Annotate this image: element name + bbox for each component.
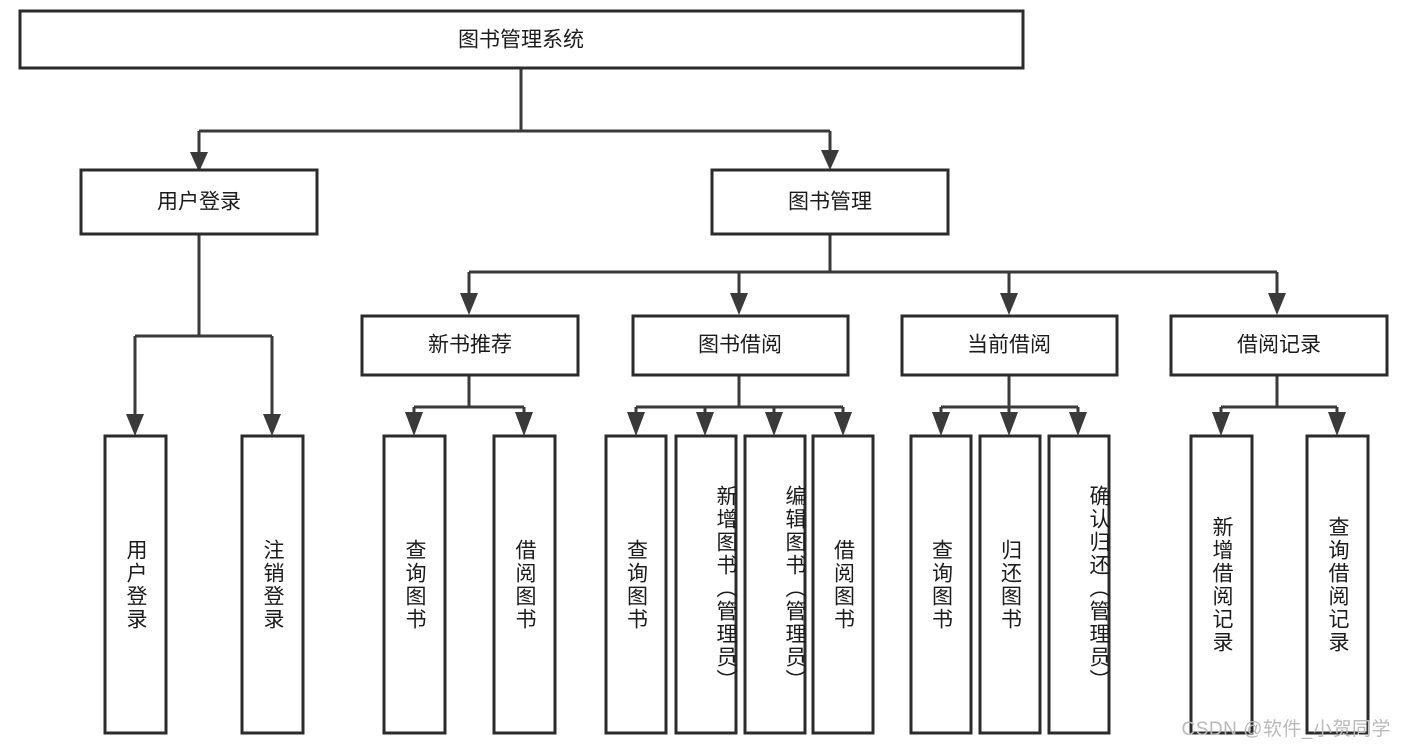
arrowhead-records [1268,293,1286,315]
node-box-borrow[interactable] [631,314,850,377]
node-box-leaf-borrow-2[interactable] [674,434,738,735]
node-box-leaf-borrow-1[interactable] [604,434,668,735]
arrowhead-leaf-borrow-3 [765,412,783,436]
arrowhead-leaf-login-2 [263,414,281,436]
node-box-leaf-borrow-3[interactable] [743,434,807,735]
node-box-leaf-borrow-4[interactable] [811,434,875,735]
node-box-current[interactable] [900,314,1119,377]
arrowhead-login [190,152,208,172]
node-box-records[interactable] [1169,314,1389,377]
node-box-leaf-newbook-1[interactable] [382,434,447,735]
arrowhead-leaf-records-2 [1328,412,1346,436]
arrowhead-leaf-current-2 [1000,412,1018,436]
node-box-leaf-current-2[interactable] [978,434,1042,735]
node-box-leaf-newbook-2[interactable] [492,434,557,735]
arrowhead-newbook [460,293,478,315]
node-box-leaf-records-1[interactable] [1189,434,1254,735]
node-label-root: 图书管理系统 [458,29,584,52]
arrowhead-leaf-borrow-1 [627,412,645,436]
arrowhead-leaf-current-1 [932,412,950,436]
arrowhead-leaf-borrow-2 [696,412,714,436]
node-box-leaf-current-1[interactable] [909,434,973,735]
arrowhead-leaf-newbook-2 [515,412,533,436]
node-box-leaf-records-2[interactable] [1305,434,1370,735]
arrowhead-current [1000,293,1018,315]
arrowhead-borrow [730,293,748,315]
node-label-current: 当前借阅 [967,334,1051,357]
node-box-login[interactable] [79,168,319,236]
node-box-bookmgmt[interactable] [710,168,950,236]
node-label-login: 用户登录 [157,191,241,214]
node-label-bookmgmt: 图书管理 [788,191,872,214]
node-group: 图书管理系统 用户登录 图书管理 新书推荐 图书借阅 当前借阅 借阅记录 [18,9,1389,735]
arrowhead-bookmgmt [821,150,839,170]
edge-group [126,68,1346,436]
node-label-records: 借阅记录 [1237,334,1321,357]
node-box-leaf-login-1[interactable] [103,434,168,735]
arrowhead-leaf-records-1 [1212,412,1230,436]
node-box-newbook[interactable] [360,314,580,377]
arrowhead-leaf-current-3 [1069,412,1087,436]
node-label-newbook: 新书推荐 [428,334,512,357]
node-box-leaf-current-3[interactable] [1047,434,1111,735]
node-box-root[interactable] [18,9,1025,70]
node-label-borrow: 图书借阅 [698,334,782,357]
csdn-watermark: CSDN @软件_小贺同学 [1181,719,1391,740]
node-box-leaf-login-2[interactable] [240,434,305,735]
arrowhead-leaf-login-1 [126,414,144,436]
arrowhead-leaf-newbook-1 [405,412,423,436]
arrowhead-leaf-borrow-4 [834,412,852,436]
